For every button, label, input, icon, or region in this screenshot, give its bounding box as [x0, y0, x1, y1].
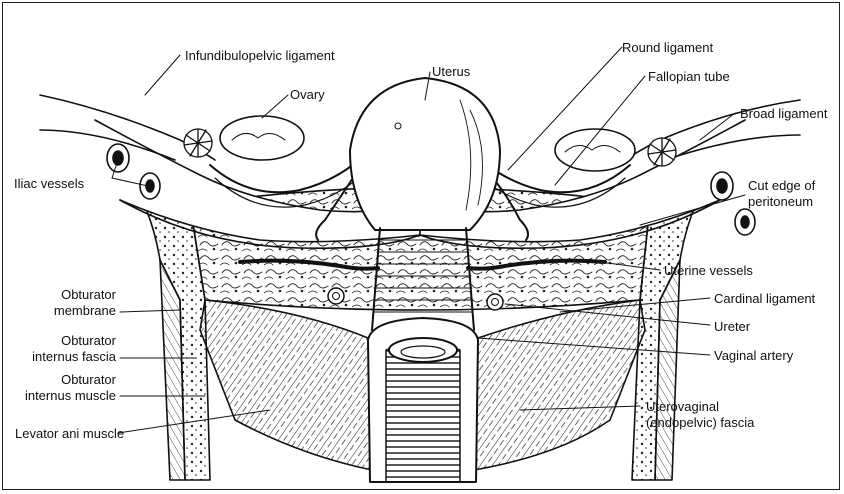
label-obturator-internus-fascia-line1: Obturator [10, 333, 116, 348]
label-infundibulopelvic-ligament: Infundibulopelvic ligament [185, 48, 335, 63]
label-iliac-vessels: Iliac vessels [14, 176, 84, 191]
label-fallopian-tube: Fallopian tube [648, 69, 730, 84]
label-uterine-vessels: Uterine vessels [664, 263, 753, 278]
label-uterovaginal-fascia-line2: (endopelvic) fascia [646, 415, 754, 430]
levator-ani-left [200, 300, 372, 470]
uterus-body [350, 78, 500, 230]
label-cut-edge-peritoneum-line2: peritoneum [748, 194, 813, 209]
label-ureter: Ureter [714, 319, 750, 334]
label-obturator-membrane-line2: membrane [10, 303, 116, 318]
label-obturator-internus-muscle-line1: Obturator [10, 372, 116, 387]
label-broad-ligament: Broad ligament [740, 106, 827, 121]
fallopian-tube-left [210, 150, 370, 192]
label-obturator-internus-muscle-line2: internus muscle [10, 388, 116, 403]
label-cardinal-ligament: Cardinal ligament [714, 291, 815, 306]
fimbria-left [184, 129, 212, 157]
label-obturator-internus-fascia-line2: internus fascia [10, 349, 116, 364]
label-uterus: Uterus [432, 64, 470, 79]
label-levator-ani-muscle: Levator ani muscle [15, 426, 124, 441]
ovary-left [220, 116, 304, 160]
label-round-ligament: Round ligament [622, 40, 713, 55]
vaginal-canal-inner [386, 343, 460, 482]
ureter-left [328, 288, 344, 304]
levator-ani-right [474, 300, 645, 470]
fimbria-right [648, 138, 676, 166]
label-obturator-membrane-line1: Obturator [10, 287, 116, 302]
label-ovary: Ovary [290, 87, 325, 102]
label-uterovaginal-fascia-line1: Uterovaginal [646, 399, 719, 414]
label-vaginal-artery: Vaginal artery [714, 348, 793, 363]
ureter-right [487, 294, 503, 310]
label-cut-edge-peritoneum-line1: Cut edge of [748, 178, 815, 193]
